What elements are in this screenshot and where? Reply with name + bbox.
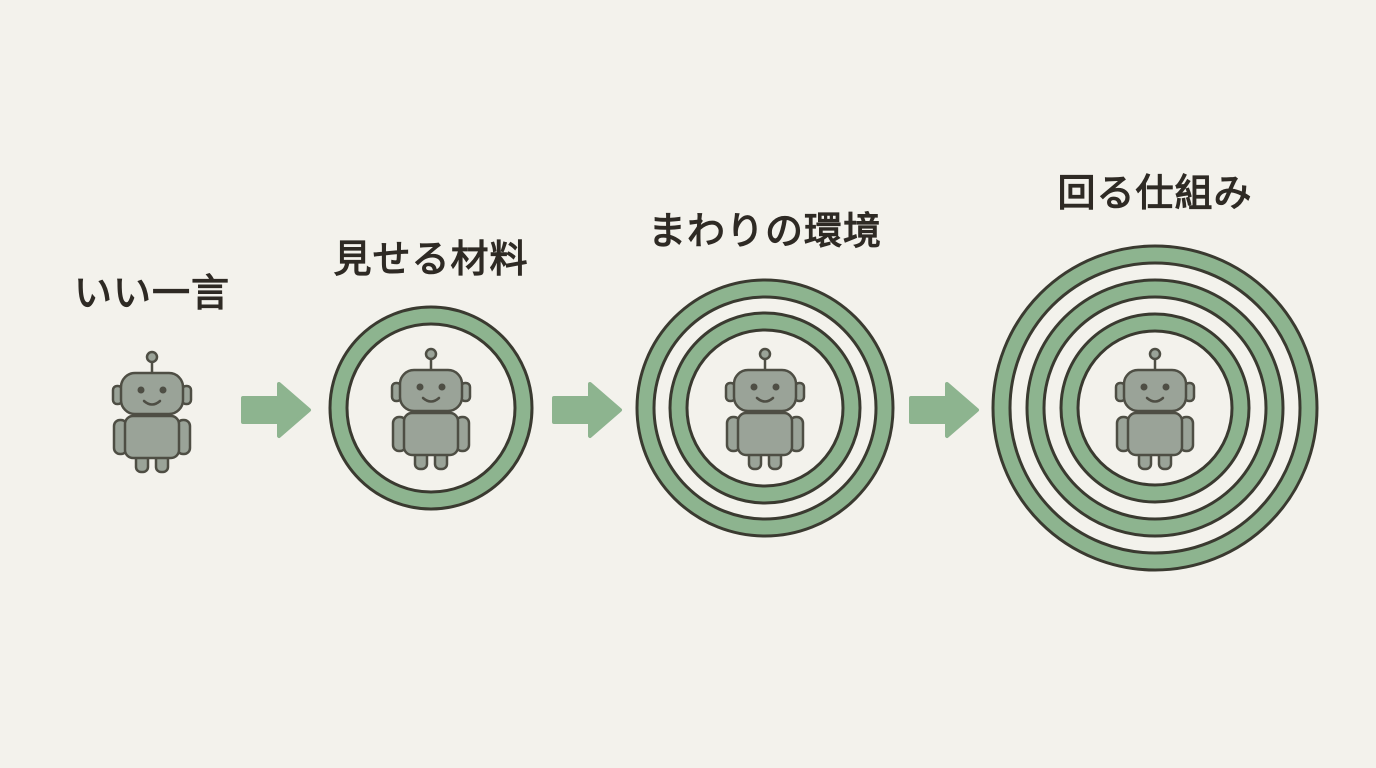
arrow-right-icon (552, 382, 622, 438)
stage-label-4: 回る仕組み (1057, 171, 1253, 215)
arrow-right-icon (241, 382, 311, 438)
robot-icon (111, 350, 193, 474)
stage-label-2: 見せる材料 (333, 237, 529, 281)
stage-label-1: いい一言 (73, 271, 231, 315)
stage-label-3: まわりの環境 (647, 209, 883, 253)
robot-icon (390, 347, 472, 471)
arrow-right-icon (909, 382, 979, 438)
robot-icon (1114, 347, 1196, 471)
robot-icon (724, 347, 806, 471)
